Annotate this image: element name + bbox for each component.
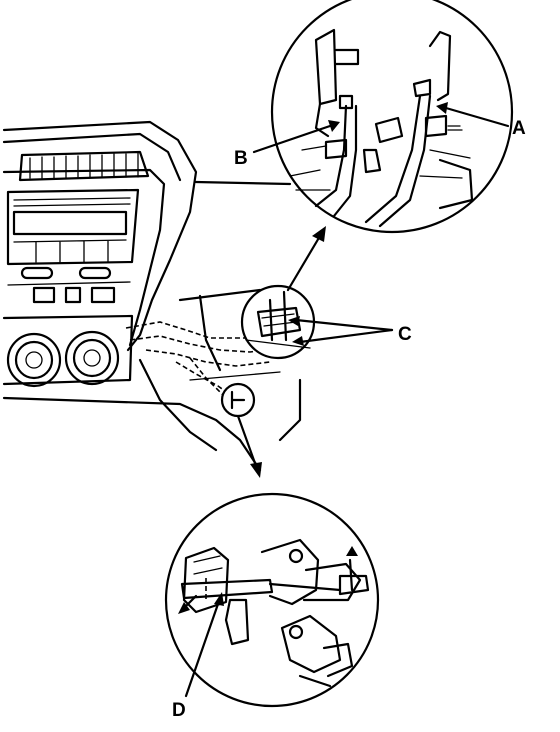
callout-b: B bbox=[234, 120, 340, 169]
arrow-to-upper-detail bbox=[286, 226, 326, 292]
callout-c: C bbox=[288, 316, 412, 346]
dashboard-panel bbox=[2, 120, 302, 472]
callout-b-label: B bbox=[234, 148, 248, 169]
audio-unit bbox=[6, 188, 140, 304]
upper-detail-view bbox=[195, 0, 514, 234]
callout-c-label: C bbox=[398, 324, 412, 345]
air-vent bbox=[18, 150, 150, 182]
connector-d-location bbox=[220, 382, 256, 418]
connector-c-location bbox=[240, 284, 316, 360]
callout-d-label: D bbox=[172, 700, 186, 721]
climate-knobs bbox=[2, 314, 134, 388]
callout-a-label: A bbox=[512, 118, 526, 139]
callout-d: D bbox=[172, 592, 224, 721]
arrow-to-lower-detail bbox=[236, 414, 262, 478]
lower-detail-view bbox=[164, 492, 380, 708]
callout-a: A bbox=[436, 102, 526, 139]
